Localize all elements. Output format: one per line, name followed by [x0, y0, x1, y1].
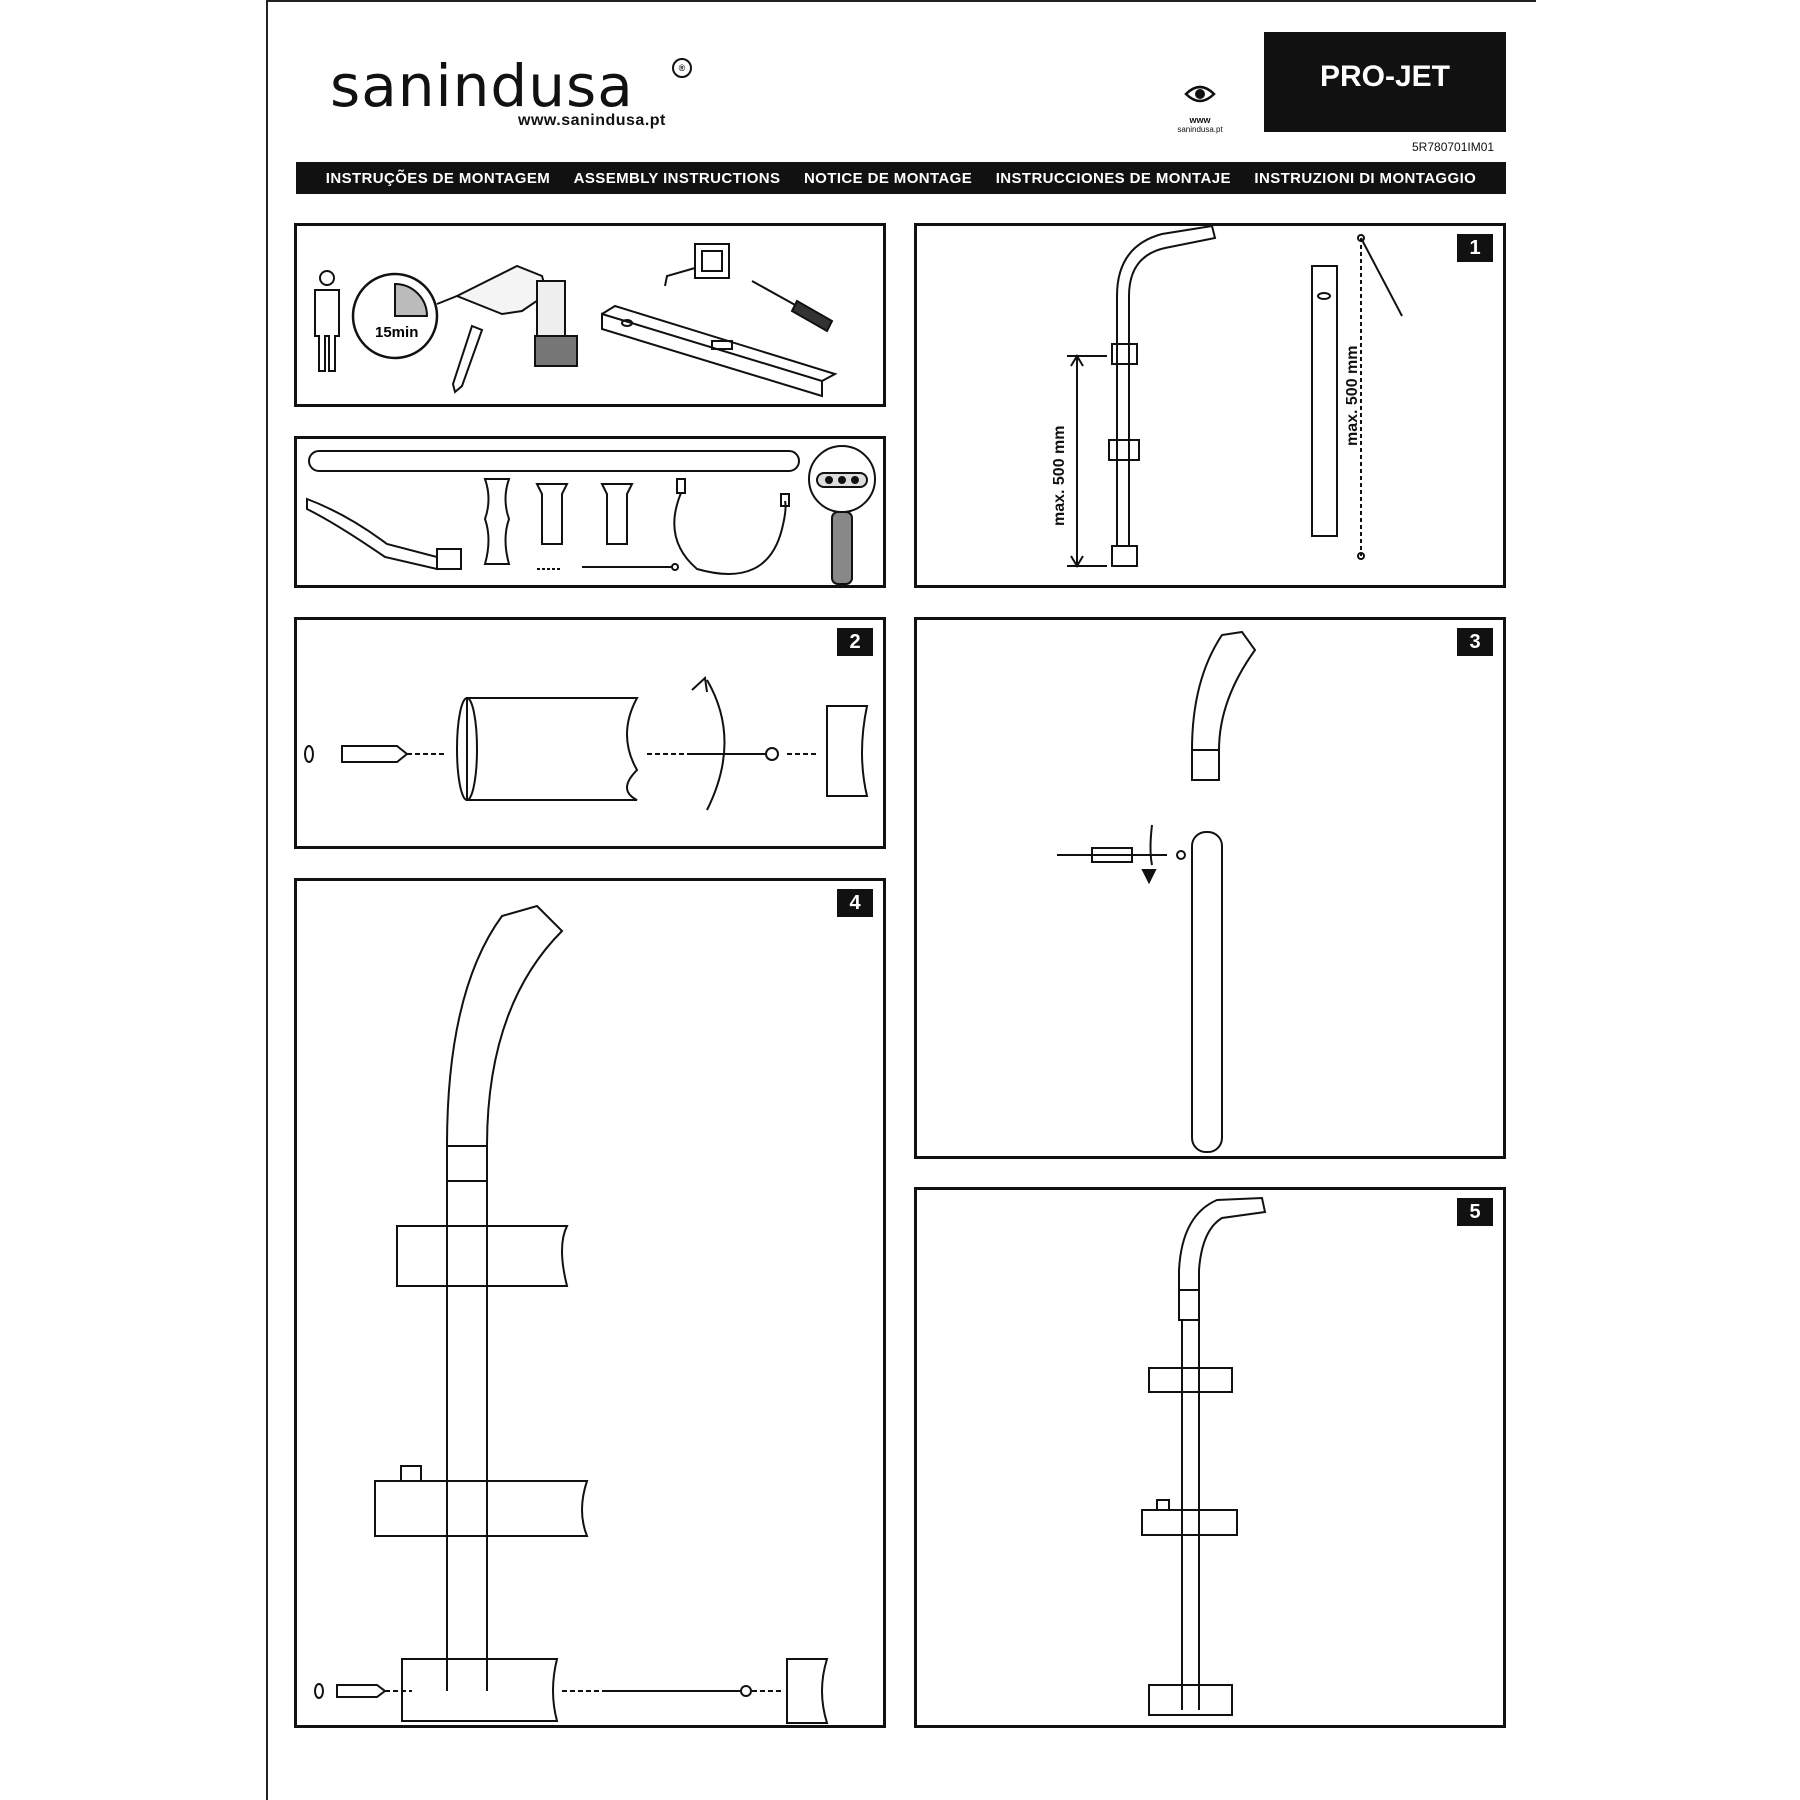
product-title: PRO-JET — [1264, 32, 1506, 132]
step-1-dim-left: max. 500 mm — [1051, 425, 1068, 526]
step-number-4: 4 — [837, 889, 873, 917]
web-icon-sub: sanindusa.pt — [1177, 125, 1223, 134]
step-5-panel: 5 — [914, 1187, 1506, 1728]
step-number-5: 5 — [1457, 1198, 1493, 1226]
step-number-2: 2 — [837, 628, 873, 656]
person-icon — [314, 270, 340, 372]
website-text: www.sanindusa.pt — [518, 112, 666, 129]
lang-it: INSTRUZIONI DI MONTAGGIO — [1254, 169, 1477, 187]
step-3-panel: 3 — [914, 617, 1506, 1159]
drill-icon — [436, 264, 578, 367]
step-5-drawing — [1141, 1196, 1267, 1716]
screwdriver-icon — [751, 280, 834, 333]
lang-es: INSTRUCCIONES DE MONTAJE — [995, 169, 1231, 187]
pencil-icon — [451, 324, 484, 394]
parts-drawing — [306, 445, 876, 585]
step-2-drawing — [304, 675, 869, 811]
language-bar: INSTRUÇÕES DE MONTAGEM ASSEMBLY INSTRUCT… — [296, 162, 1506, 194]
step-1-drawing: max. 500 mm max. 500 mm — [1051, 226, 1403, 568]
step-4-panel: 4 — [294, 878, 886, 1728]
lang-pt: INSTRUÇÕES DE MONTAGEM — [325, 169, 551, 187]
parts-panel — [294, 436, 886, 588]
rail-bar — [308, 450, 800, 472]
web-link-icon: www sanindusa.pt — [1170, 80, 1230, 134]
step-number-3: 3 — [1457, 628, 1493, 656]
step-4-drawing — [314, 904, 829, 1724]
document-code: 5R780701IM01 — [1412, 140, 1495, 154]
lang-fr: NOTICE DE MONTAGE — [803, 169, 973, 187]
time-label: 15min — [375, 324, 418, 341]
tools-drawing: 15min — [314, 243, 838, 398]
step-3-drawing — [1057, 630, 1257, 1153]
brand-logo: sanindusa — [330, 52, 634, 120]
hand-shower — [808, 445, 876, 585]
web-icon-label: www — [1189, 115, 1211, 125]
screws-and-plugs — [537, 563, 679, 571]
page-top-rule — [266, 0, 1536, 2]
wall-brackets — [535, 483, 634, 545]
shower-hose — [673, 478, 790, 575]
registered-mark: ® — [672, 58, 692, 78]
slider-holder — [483, 478, 511, 565]
page-left-rule — [266, 0, 1538, 1800]
step-2-panel: 2 — [294, 617, 886, 849]
step-number-1: 1 — [1457, 234, 1493, 262]
clock-icon: 15min — [351, 272, 439, 360]
eye-icon — [1184, 85, 1216, 103]
curved-arm — [306, 497, 462, 571]
step-1-panel: 1 max. 500 mm max. 500 mm — [914, 223, 1506, 588]
tools-panel: 15min — [294, 223, 886, 407]
tape-measure-icon — [664, 243, 730, 287]
spirit-level-icon — [601, 304, 838, 398]
step-1-dim-right: max. 500 mm — [1344, 345, 1361, 446]
lang-en: ASSEMBLY INSTRUCTIONS — [573, 169, 781, 187]
